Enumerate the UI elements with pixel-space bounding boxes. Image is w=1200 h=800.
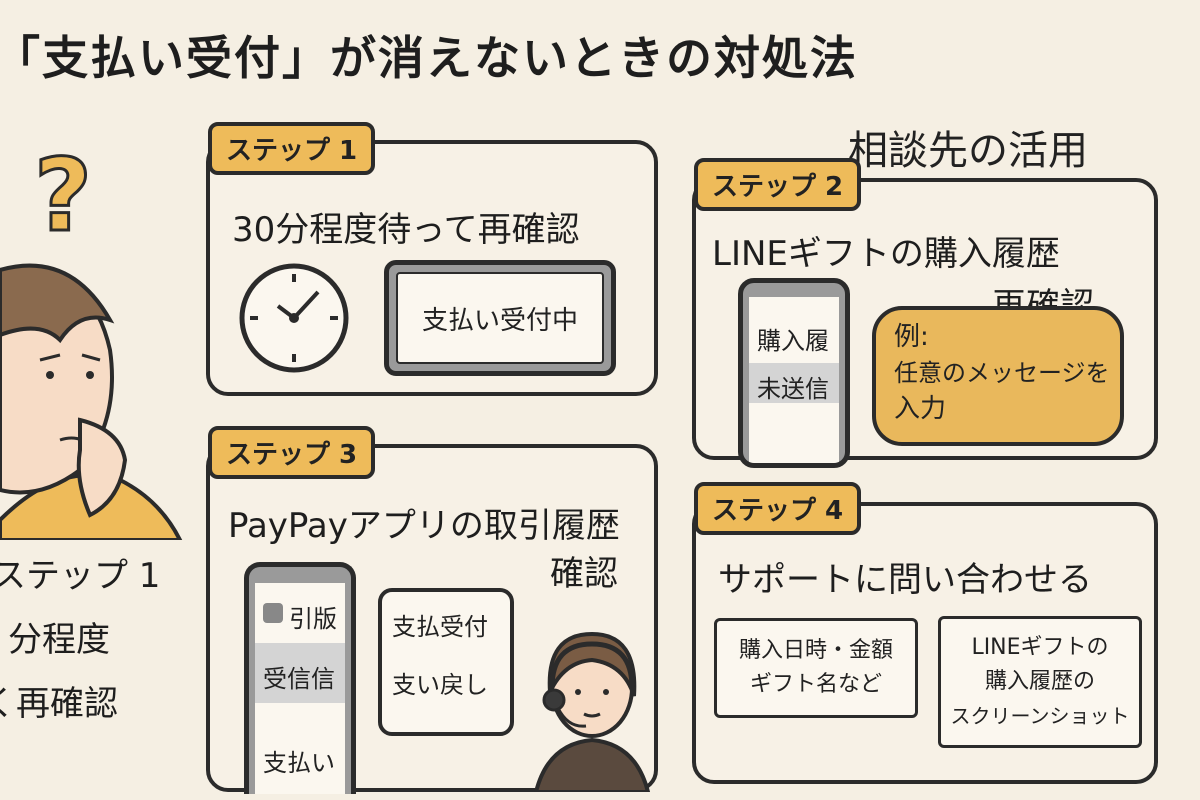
info-box-screenshot: LINEギフトの 購入履歴の スクリーンショット <box>938 616 1142 748</box>
info-box-purchase-details-line-1: 購入日時・金額 <box>738 638 893 663</box>
side-label-line-2: 分程度 <box>8 620 110 660</box>
info-box-screenshot-line-2: 購入履歴の <box>984 669 1095 694</box>
step-1-panel: 30分程度待って再確認 支払い受付中 <box>206 140 658 396</box>
paypay-phone-frame: 引版 受信信 支払い <box>244 562 356 794</box>
phone-text-received: 受信信 <box>263 665 335 693</box>
phone-frame: 購入履 未送信 <box>738 278 850 468</box>
step-2-tag: ステップ 2 <box>694 158 862 211</box>
step-1-heading: 30分程度待って再確認 <box>232 210 580 250</box>
consult-label: 相談先の活用 <box>848 128 1088 174</box>
phone-text-history: 引版 <box>289 605 337 633</box>
step-2-heading-line-1: LINEギフトの購入履歴 <box>712 234 1060 274</box>
step-4-panel: サポートに問い合わせる 購入日時・金額 ギフト名など LINEギフトの 購入履歴… <box>692 502 1158 784</box>
bubble-refund: 支い戻し <box>392 671 488 699</box>
message-bubble: 例: 任意のメッセージを 入力 <box>872 306 1124 446</box>
step-3-heading-line-2: 確認 <box>550 554 618 594</box>
support-operator-illustration <box>533 631 651 792</box>
step-4-tag: ステップ 4 <box>694 482 862 535</box>
headset-icon <box>549 641 635 689</box>
step-3-panel: PayPayアプリの取引履歴 確認 引版 受信信 支払い 支払受付 支い戻し <box>206 444 658 794</box>
info-box-purchase-details: 購入日時・金額 ギフト名など <box>714 618 918 718</box>
info-box-screenshot-line-1: LINEギフトの <box>971 635 1109 660</box>
bubble-input-text: 入力 <box>894 394 947 424</box>
status-bubble: 支払受付 支い戻し <box>378 588 514 736</box>
step-1-tag: ステップ 1 <box>208 122 376 175</box>
clock-icon <box>239 263 349 373</box>
step-3-heading-line-1: PayPayアプリの取引履歴 <box>228 506 620 546</box>
bubble-example-label: 例: <box>894 322 929 352</box>
bubble-message-text: 任意のメッセージを <box>894 359 1110 387</box>
phone-text-payment: 支払い <box>263 749 335 777</box>
page-title: 「支払い受付」が消えないときの対処法 <box>0 31 858 85</box>
thinking-person-illustration: ? <box>0 136 183 540</box>
step-2-panel: LINEギフトの購入履歴 再確認 購入履 未送信 例: 任意のメッセージを 入力 <box>692 178 1158 468</box>
side-label-line-3: く再確認 <box>0 684 118 724</box>
step-4-heading: サポートに問い合わせる <box>718 560 1092 600</box>
side-label-line-1: ステップ 1 <box>0 556 161 596</box>
tablet-frame: 支払い受付中 <box>384 260 616 376</box>
question-mark-icon: ? <box>34 137 92 254</box>
bubble-payment-accepted: 支払受付 <box>392 613 488 641</box>
step-3-tag: ステップ 3 <box>208 426 376 479</box>
phone-text-unsent: 未送信 <box>757 375 829 403</box>
info-box-screenshot-line-3: スクリーンショット <box>950 704 1130 728</box>
check-icon <box>263 603 283 623</box>
tablet-screen-text: 支払い受付中 <box>396 272 604 364</box>
phone-text-purchase: 購入履 <box>757 327 829 355</box>
info-box-purchase-details-line-2: ギフト名など <box>749 672 882 697</box>
